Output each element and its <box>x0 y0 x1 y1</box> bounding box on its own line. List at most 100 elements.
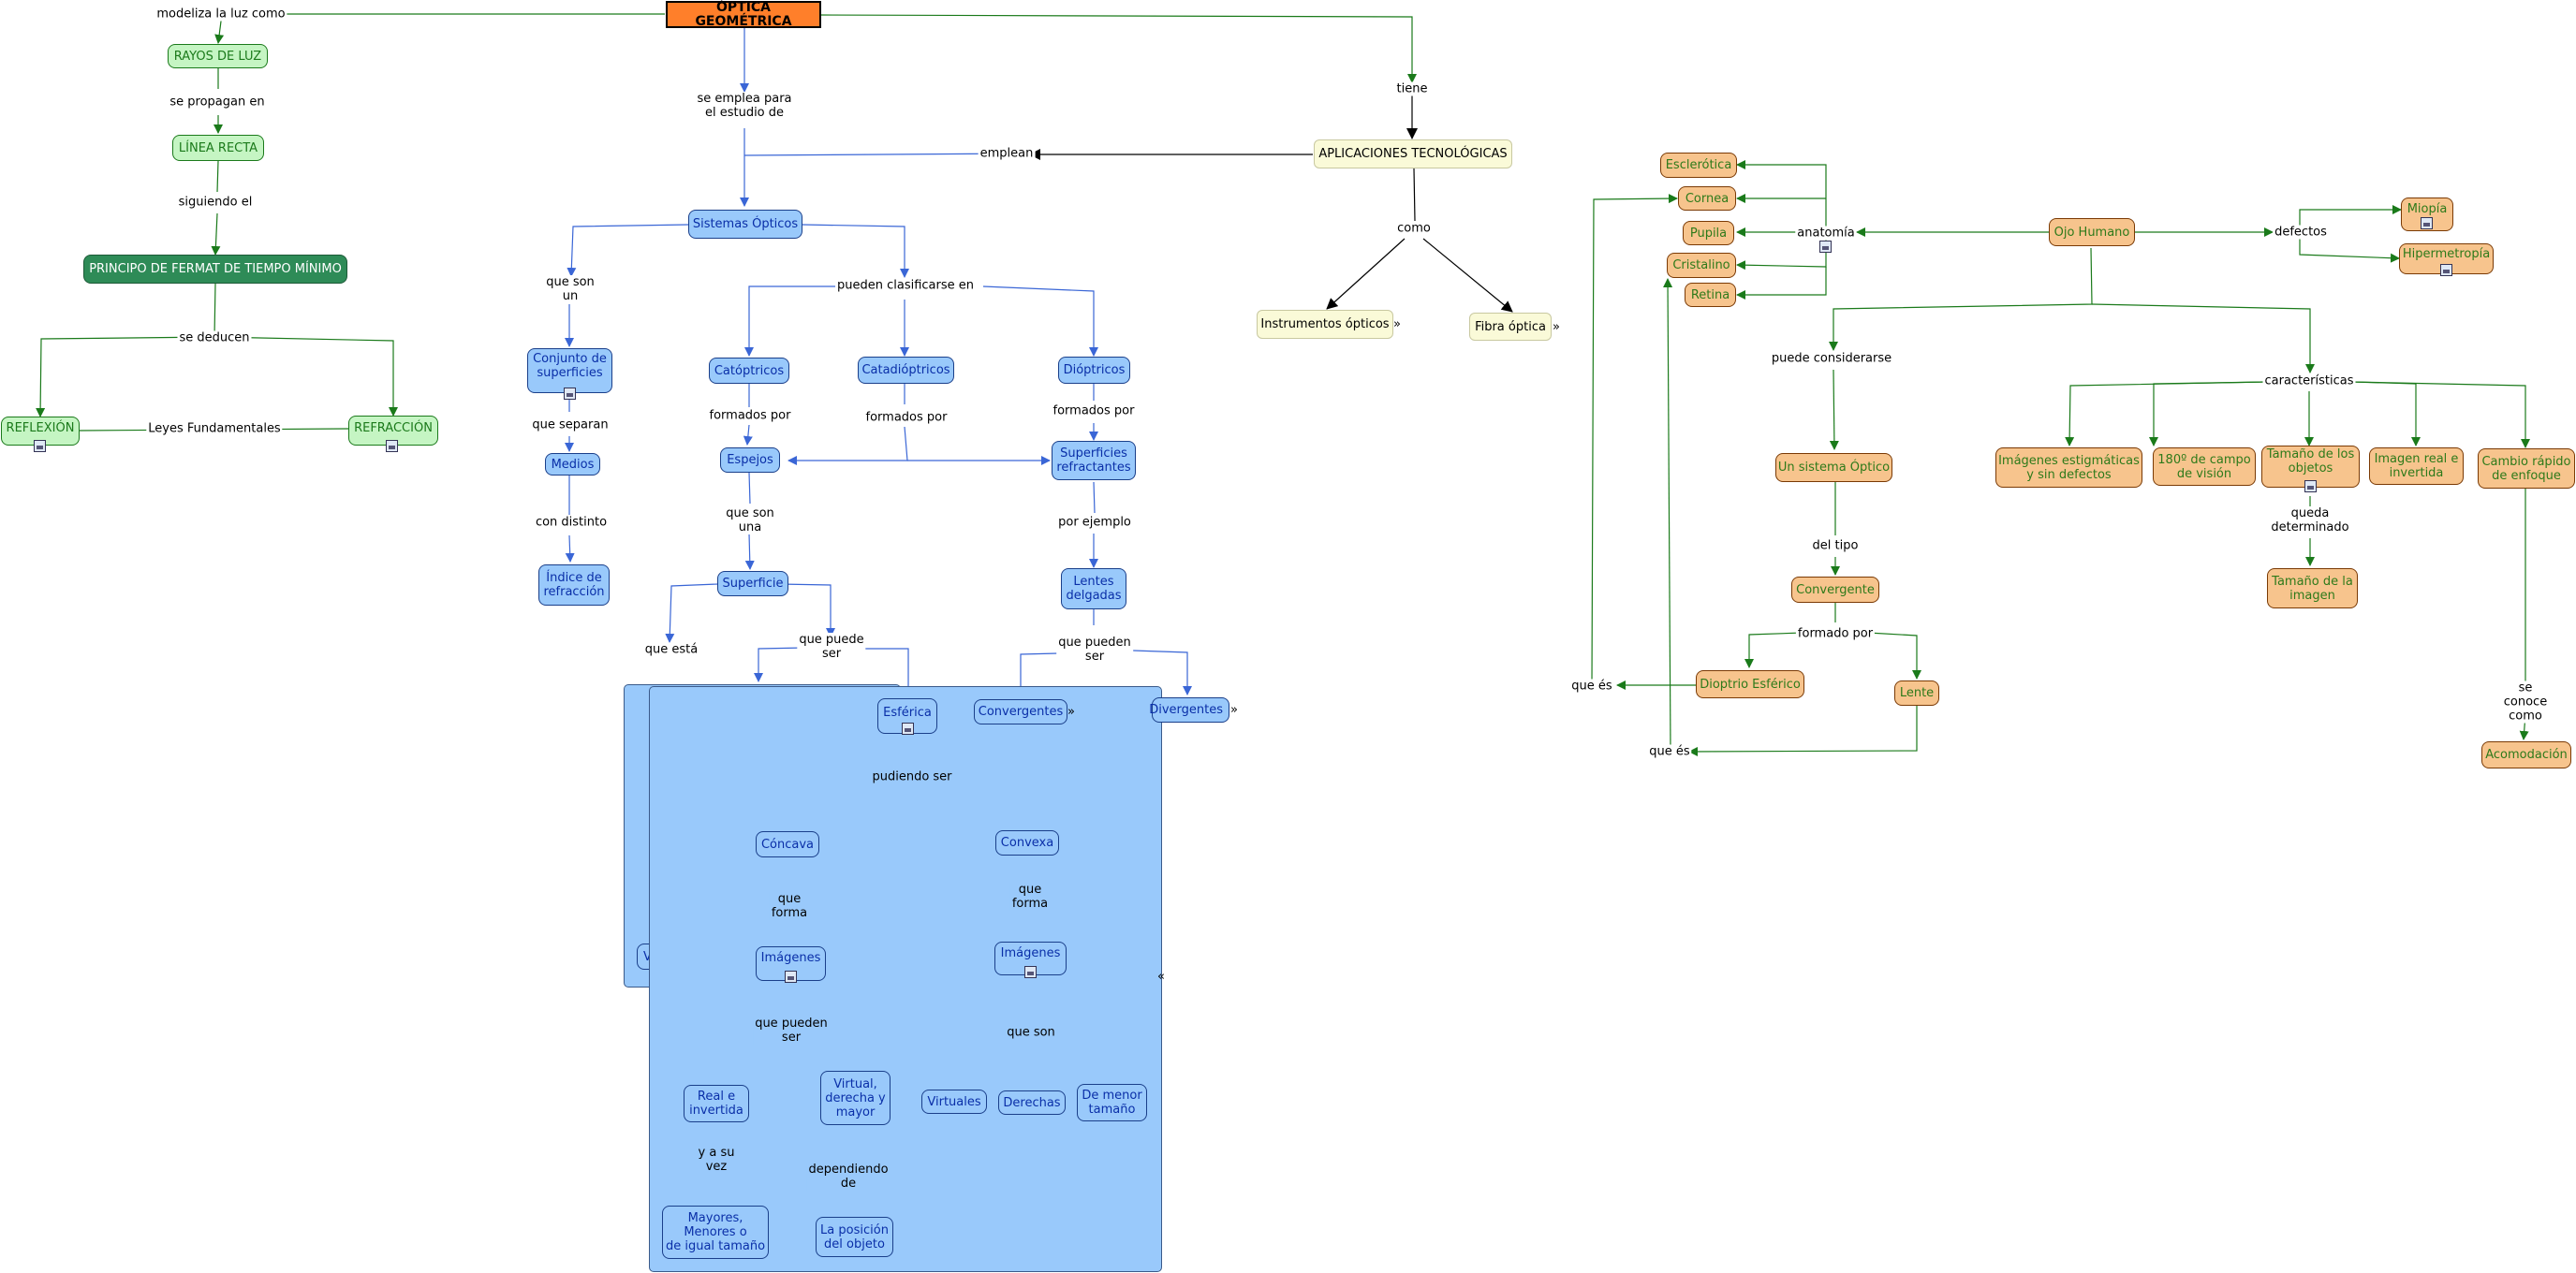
link-label: se emplea para el estudio de <box>695 92 794 120</box>
node-mayores-menores[interactable]: Mayores, Menores o de igual tamaño <box>662 1206 769 1259</box>
link-label: que son <box>1005 1025 1057 1040</box>
link-label: por ejemplo <box>1056 515 1133 530</box>
node-catadioptricos[interactable]: Catadióptricos <box>858 357 954 384</box>
node-virtuales[interactable]: Virtuales <box>921 1090 987 1114</box>
link-label: del tipo <box>1810 538 1861 553</box>
link-label: que son un <box>544 275 596 303</box>
link-label: formado por <box>1795 626 1876 641</box>
node-imagen-real-invertida[interactable]: Imagen real e invertida <box>2369 447 2464 485</box>
link-label: formados por <box>707 408 793 423</box>
node-dioptrio-esferico[interactable]: Dioptrio Esférico <box>1696 670 1804 698</box>
node-tamano-imagen[interactable]: Tamaño de la imagen <box>2267 568 2358 608</box>
node-superficie[interactable]: Superficie <box>717 571 788 596</box>
node-imagenes-estigmaticas[interactable]: Imágenes estigmáticas y sin defectos <box>1995 447 2142 488</box>
image-icon[interactable] <box>34 440 46 452</box>
node-virtual-derecha-mayor[interactable]: Virtual, derecha y mayor <box>820 1071 891 1125</box>
link-label: se deducen <box>177 330 252 345</box>
node-divergentes[interactable]: Divergentes <box>1149 697 1229 723</box>
node-derechas[interactable]: Derechas <box>998 1090 1066 1115</box>
node-instrumentos-opticos[interactable]: Instrumentos ópticos <box>1257 310 1393 339</box>
collapse-arrows-icon[interactable]: « <box>1157 970 1165 984</box>
link-label: anatomía <box>1795 226 1857 241</box>
link-label: modeliza la luz como <box>155 7 287 22</box>
node-espejos-box[interactable]: Espejos <box>720 447 780 473</box>
node-fibra-optica[interactable]: Fibra óptica <box>1469 313 1552 341</box>
link-label: como <box>1395 221 1433 236</box>
image-icon[interactable] <box>2304 480 2317 492</box>
link-label: que puede ser <box>797 633 866 661</box>
node-indice-refraccion[interactable]: Índice de refracción <box>538 564 610 606</box>
link-label: y a su vez <box>696 1146 737 1174</box>
link-label: dependiendo de <box>806 1163 891 1191</box>
node-tamano-objetos[interactable]: Tamaño de los objetos <box>2261 446 2360 488</box>
link-label: con distinto <box>533 515 610 530</box>
image-icon[interactable] <box>785 971 797 983</box>
node-cristalino[interactable]: Cristalino <box>1667 253 1736 278</box>
node-sistema-optico[interactable]: Un sistema Óptico <box>1775 453 1892 482</box>
node-acomodacion[interactable]: Acomodación <box>2481 741 2571 768</box>
image-icon[interactable] <box>386 440 398 452</box>
node-menor-tamano[interactable]: De menor tamaño <box>1077 1084 1147 1121</box>
node-retina[interactable]: Retina <box>1685 283 1736 307</box>
expand-arrows-icon[interactable]: » <box>1067 705 1075 719</box>
node-reflexion[interactable]: REFLEXIÓN <box>1 417 80 446</box>
image-icon[interactable] <box>2440 264 2452 276</box>
node-pupila[interactable]: Pupila <box>1683 221 1734 245</box>
expand-arrows-icon[interactable]: » <box>1393 317 1401 331</box>
node-cambio-enfoque[interactable]: Cambio rápido de enfoque <box>2478 448 2575 489</box>
link-label: formados por <box>863 410 949 425</box>
node-sistemas-opticos[interactable]: Sistemas Ópticos <box>688 210 802 239</box>
image-icon[interactable] <box>902 723 914 735</box>
node-ojo-humano[interactable]: Ojo Humano <box>2049 218 2135 246</box>
link-label: pueden clasificarse en <box>834 278 977 293</box>
link-label: características <box>2262 373 2356 388</box>
link-label: que son una <box>724 506 776 534</box>
link-label: formados por <box>1051 403 1137 418</box>
node-optica-geometrica[interactable]: ÓPTICA GEOMÉTRICA <box>666 0 821 28</box>
image-icon[interactable] <box>564 388 576 400</box>
link-label: defectos <box>2273 225 2329 240</box>
node-aplicaciones-tecnologicas[interactable]: APLICACIONES TECNOLÓGICAS <box>1314 139 1512 168</box>
link-label: que pueden ser <box>753 1017 830 1045</box>
image-icon[interactable] <box>1024 966 1037 978</box>
link-label: que és <box>1647 744 1692 759</box>
expand-arrows-icon[interactable]: » <box>1230 703 1238 717</box>
node-cornea[interactable]: Cornea <box>1678 186 1736 211</box>
link-label: que separan <box>530 417 611 432</box>
link-label: puede considerarse <box>1769 351 1894 366</box>
expand-arrows-icon[interactable]: » <box>1553 320 1560 334</box>
link-label: queda determinado <box>2269 506 2351 534</box>
link-label: se propagan en <box>168 95 267 110</box>
node-conjunto-superficies[interactable]: Conjunto de superficies <box>527 348 612 393</box>
node-dioptricos[interactable]: Dióptricos <box>1058 357 1130 384</box>
node-rayos-de-luz[interactable]: RAYOS DE LUZ <box>168 44 268 68</box>
node-lentes-delgadas[interactable]: Lentes delgadas <box>1061 568 1126 609</box>
image-icon[interactable] <box>2421 217 2433 229</box>
node-medios[interactable]: Medios <box>545 453 600 476</box>
link-label: pudiendo ser <box>870 769 954 784</box>
node-lente[interactable]: Lente <box>1894 680 1939 706</box>
node-posicion-objeto[interactable]: La posición del objeto <box>816 1217 893 1257</box>
link-label: que és <box>1569 679 1614 694</box>
link-label: tiene <box>1394 81 1430 96</box>
node-concava[interactable]: Cóncava <box>756 831 819 857</box>
link-label: que pueden ser <box>1056 636 1133 664</box>
node-real-invertida[interactable]: Real e invertida <box>684 1085 749 1122</box>
link-label: que forma <box>1009 883 1051 911</box>
image-icon[interactable] <box>1819 241 1832 253</box>
node-convergentes[interactable]: Convergentes <box>974 699 1067 724</box>
link-label: siguiendo el <box>176 195 255 210</box>
node-catoptricos[interactable]: Catóptricos <box>709 358 789 384</box>
node-superficies-refractantes[interactable]: Superficies refractantes <box>1052 441 1136 480</box>
link-label: emplean <box>978 146 1036 161</box>
node-convergente[interactable]: Convergente <box>1791 577 1879 603</box>
node-convexa[interactable]: Convexa <box>995 830 1059 856</box>
link-label: que está <box>642 642 700 657</box>
link-label: que forma <box>769 892 810 920</box>
node-principio-fermat[interactable]: PRINCIPO DE FERMAT DE TIEMPO MÍNIMO <box>83 255 347 284</box>
node-campo-vision[interactable]: 180º de campo de visión <box>2153 447 2256 486</box>
node-linea-recta[interactable]: LÍNEA RECTA <box>172 135 264 161</box>
node-esclerotica[interactable]: Esclerótica <box>1660 153 1737 178</box>
link-label: Leyes Fundamentales <box>146 421 283 436</box>
